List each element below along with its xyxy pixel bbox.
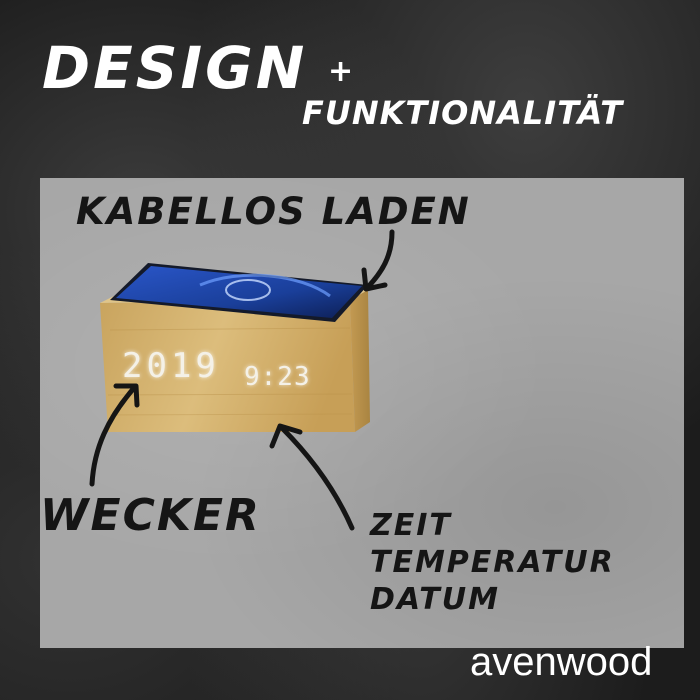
smartphone [110,263,368,322]
label-feature-time: ZEIT [370,508,452,543]
clock-display-time: 9:23 [244,362,311,392]
label-wireless-charging: KABELLOS LADEN [76,190,471,233]
headline-plus: + [328,54,356,89]
headline-design: DESIGN [42,34,308,102]
brand-logo-avenwood: avenwood [470,640,653,684]
arrow-to-time-icon [269,423,355,531]
arrow-to-year-icon [89,383,140,487]
label-feature-date: DATUM [370,582,500,617]
arrow-to-phone-icon [361,229,395,292]
label-alarm-clock: WECKER [40,490,261,541]
label-feature-temperature: TEMPERATUR [370,545,615,580]
clock-display-year: 2019 [122,346,220,386]
headline-function: FUNKTIONALITÄT [302,94,624,132]
